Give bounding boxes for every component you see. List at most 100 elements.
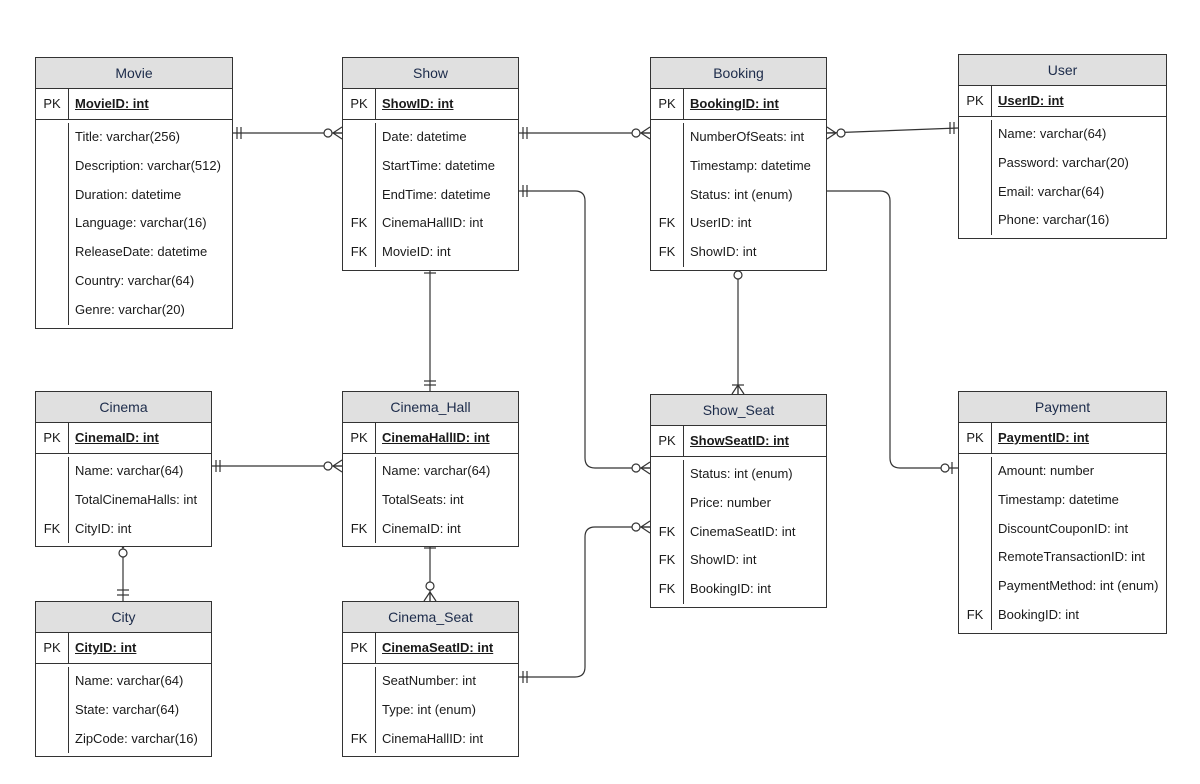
many-marker [640,126,651,140]
many-marker [332,126,343,140]
zero-marker [631,522,641,532]
entity-field: Name: varchar(64) [75,673,184,688]
entity-field: Email: varchar(64) [998,183,1105,199]
entity-field: CityID: int [75,520,132,536]
many-marker [640,461,651,475]
entity-field: RemoteTransactionID: int [998,549,1145,565]
fk-marker: FK [43,520,61,536]
fk-marker [959,543,991,572]
entity-field: Duration: datetime [75,186,182,202]
entity-field: State: varchar(64) [75,701,180,717]
entity-field: CinemaHallID: int [382,730,484,746]
fk-marker [36,486,68,515]
primary-key-field: CityID: int [75,640,137,655]
entity-field: TotalSeats: int [382,491,464,507]
many-marker [423,591,437,602]
pk-marker: PK [959,423,992,453]
fk-marker [36,296,68,325]
zero-marker [631,463,641,473]
entity-field: TotalCinemaHalls: int [75,491,198,507]
primary-key-field: UserID: int [998,93,1064,108]
fk-marker [959,178,991,207]
fk-marker [343,696,375,725]
primary-key-field: CinemaSeatID: int [382,640,494,655]
entity-field: ReleaseDate: datetime [75,244,208,260]
relationship-line [519,526,650,678]
entity-field: ShowID: int [690,552,757,568]
fk-marker [959,149,991,178]
fk-marker [36,457,68,486]
entity-field: BookingID: int [690,581,771,597]
fk-marker [36,123,68,152]
pk-marker: PK [36,633,69,663]
fk-marker [36,696,68,725]
entity-field: Price: number [690,494,771,510]
fk-marker [651,123,683,152]
entity-field: Name: varchar(64) [75,463,184,478]
entity-title: Booking [651,58,826,89]
many-marker [826,126,837,140]
pk-marker: PK [651,89,684,119]
fk-marker [343,667,375,696]
entity-field: Date: datetime [382,129,467,144]
fk-marker [343,181,375,210]
entity-field: BookingID: int [998,606,1079,622]
entity-field: NumberOfSeats: int [690,129,805,144]
pk-marker: PK [651,426,684,456]
fk-marker [36,667,68,696]
fk-marker: FK [658,523,676,539]
zero-marker [323,128,333,138]
entity-title: User [959,55,1166,86]
entity-field: CinemaHallID: int [382,215,484,231]
entity-field: PaymentMethod: int (enum) [998,578,1159,594]
zero-marker [631,128,641,138]
entity-field: DiscountCouponID: int [998,520,1129,536]
entity-field: MovieID: int [382,244,451,260]
entity-field: Timestamp: datetime [998,491,1119,507]
entity-title: Payment [959,392,1166,423]
fk-marker: FK [658,215,676,231]
pk-marker: PK [36,89,69,119]
fk-marker [36,267,68,296]
fk-marker [36,152,68,181]
pk-marker: PK [343,89,376,119]
primary-key-field: CinemaID: int [75,430,159,445]
entity-field: Status: int (enum) [690,466,793,481]
entity-field: Timestamp: datetime [690,157,811,173]
fk-marker [959,515,991,544]
zero-marker [836,128,846,138]
fk-marker [36,725,68,754]
zero-marker [425,581,435,591]
zero-marker [940,463,950,473]
primary-key-field: CinemaHallID: int [382,430,490,445]
fk-marker [959,457,991,486]
fk-marker: FK [966,606,984,622]
fk-marker [343,486,375,515]
fk-marker [36,181,68,210]
zero-marker [118,548,128,558]
fk-marker: FK [658,244,676,260]
fk-marker: FK [658,581,676,597]
entity-field: Title: varchar(256) [75,129,180,144]
relationship-line [827,190,958,469]
entity-field: Country: varchar(64) [75,272,195,288]
entity-field: Name: varchar(64) [998,126,1107,141]
fk-marker: FK [350,520,368,536]
entity-field: Password: varchar(20) [998,154,1129,170]
many-marker [640,520,651,534]
fk-marker [959,206,991,235]
primary-key-field: ShowSeatID: int [690,433,789,448]
fk-marker [343,457,375,486]
entity-field: SeatNumber: int [382,673,476,688]
entity-field: EndTime: datetime [382,186,491,202]
